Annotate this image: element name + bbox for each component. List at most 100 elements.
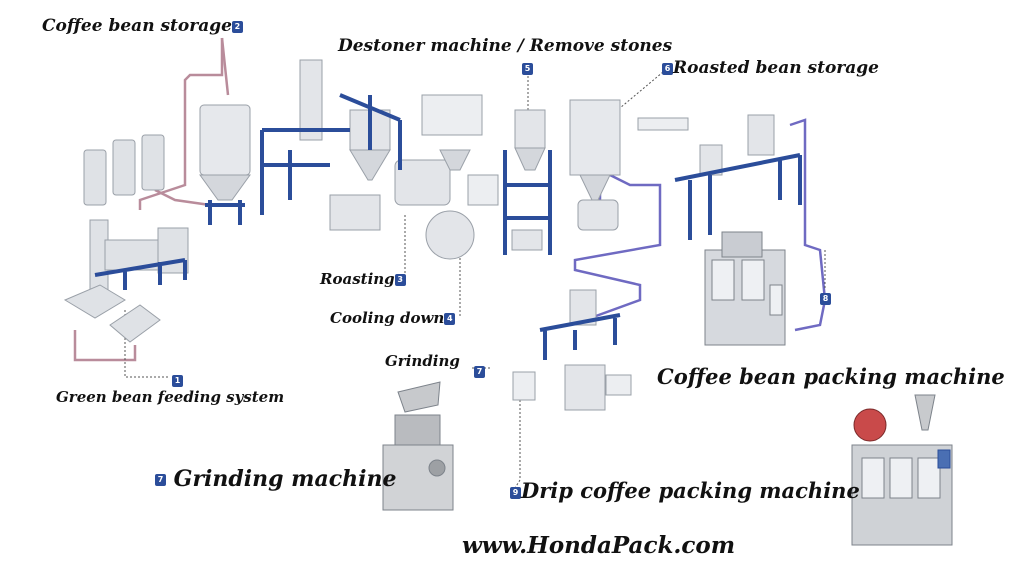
label-green-bean-feeding: Green bean feeding system <box>56 388 284 406</box>
film-roll <box>853 408 887 442</box>
label-text: Roasted bean storage <box>673 58 879 78</box>
roaster-drum <box>394 159 451 206</box>
label-text: Destoner machine / Remove stones <box>338 36 673 56</box>
roasted-transfer-pipe <box>573 168 662 322</box>
grinding-frame <box>539 313 621 360</box>
roasted-silo <box>569 99 621 176</box>
control-cabinet <box>467 174 499 206</box>
coffee-bean-storage-unit <box>199 104 251 225</box>
watermark: www.HondaPack.com <box>462 532 736 559</box>
packing-feed-hopper <box>747 114 775 156</box>
destoner-cone <box>514 147 546 171</box>
label-text: Grinding <box>385 352 460 370</box>
step-badge-7: 7 <box>474 365 485 378</box>
storage-feed-pipe <box>138 38 224 210</box>
cooling-cyclone <box>439 149 471 171</box>
leader-6 <box>619 71 664 109</box>
destoner-frame <box>503 150 552 255</box>
drip-control-screen <box>937 449 951 469</box>
multihead-weigher <box>721 231 763 258</box>
roaster-burner <box>329 194 381 231</box>
leader-1 <box>124 310 170 378</box>
packing-feed-pipe <box>789 118 827 332</box>
step-badge-4: 4 <box>444 313 456 325</box>
label-coffee-bean-packing-machine: Coffee bean packing machine <box>657 364 1005 389</box>
drip-window-3 <box>917 457 941 499</box>
grinding-station <box>512 289 632 411</box>
step-badge-6: 6 <box>662 62 673 75</box>
cyclone-cone <box>349 149 391 181</box>
silo-a <box>83 149 107 206</box>
roasting-frame-bars <box>260 93 402 215</box>
label-grinding: Grinding <box>385 352 460 370</box>
step-5-marker: 5 <box>522 58 533 77</box>
step-badge-9: 9 <box>510 486 521 499</box>
step-badge-1: 1 <box>172 374 183 387</box>
destoner-unit <box>503 109 552 255</box>
green-bean-feeding-system <box>63 134 189 343</box>
grinder-hopper <box>569 289 597 326</box>
roasted-silo-cone <box>579 174 611 201</box>
drip-hopper <box>914 394 936 431</box>
packing-window-left <box>711 259 735 301</box>
step-badge-2: 2 <box>231 20 243 33</box>
packing-window-right <box>741 259 765 301</box>
packing-frame-bars <box>674 153 802 240</box>
grinding-machine-outlet <box>428 459 446 477</box>
feeder-pipe <box>73 330 137 362</box>
grinder-motor <box>605 374 632 396</box>
drip-coffee-packing-machine <box>851 394 953 546</box>
label-text: Coffee bean packing machine <box>657 364 1005 389</box>
grinding-machine-base <box>382 444 454 511</box>
label-text: Roasting <box>320 270 395 288</box>
grinding-machine <box>382 381 454 511</box>
grinder-body <box>564 364 606 411</box>
roasted-bean-storage-unit <box>569 99 689 231</box>
silo-c <box>141 134 165 191</box>
storage-top-pipe <box>220 37 230 96</box>
packing-feed-frame <box>674 114 802 240</box>
duct-box <box>421 94 483 136</box>
feeding-frame-bars <box>94 258 187 290</box>
storage-tank <box>199 104 251 176</box>
step-7-marker: 7 <box>474 361 485 380</box>
step-badge-3: 3 <box>394 274 406 286</box>
leader-9 <box>514 400 521 489</box>
drip-window-1 <box>861 457 885 499</box>
coffee-bean-packing-machine <box>704 231 786 346</box>
roasting-assembly <box>299 59 499 260</box>
step-badge-5: 5 <box>522 62 533 75</box>
dump-station <box>109 304 161 343</box>
destoner-hopper <box>514 109 546 149</box>
step-badge-7b: 7 <box>155 474 166 486</box>
roasted-fan <box>577 199 619 231</box>
label-destoner: Destoner machine / Remove stones <box>338 36 672 56</box>
step-8-marker: 8 <box>820 288 831 307</box>
overhead-conveyor <box>637 117 689 131</box>
label-text: Drip coffee packing machine <box>521 478 860 503</box>
grinder-panel <box>512 371 536 401</box>
label-text: Grinding machine <box>173 466 397 492</box>
storage-cone <box>199 174 251 201</box>
feeding-frame <box>94 258 187 290</box>
destoner-base <box>511 229 543 251</box>
feed-hopper <box>63 284 126 319</box>
label-grinding-machine: 7 Grinding machine <box>155 466 396 492</box>
roasting-frame <box>260 93 402 215</box>
silo-link-pipe <box>154 188 211 207</box>
cooling-tray <box>425 210 475 260</box>
packing-side-panel <box>769 284 783 316</box>
storage-frame <box>205 200 245 225</box>
drip-window-2 <box>889 457 913 499</box>
label-text: Cooling down <box>330 309 445 327</box>
grinding-machine-hopper <box>397 381 441 413</box>
step-1-marker: 1 <box>172 370 183 389</box>
label-text: Coffee bean storage <box>42 16 232 36</box>
